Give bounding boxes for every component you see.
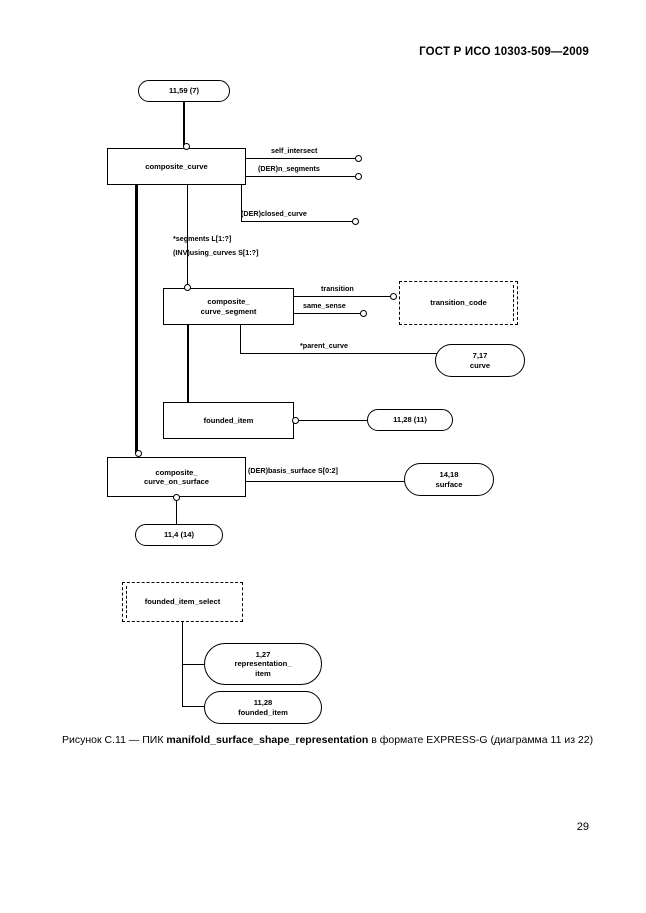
select-type-founded-item-select[interactable]: founded_item_select <box>122 582 243 622</box>
attr-label-same-sense: same_sense <box>303 301 346 310</box>
document-header: ГОСТ Р ИСО 10303-509—2009 <box>419 46 589 58</box>
attr-line-closed-curve <box>241 221 354 223</box>
caption-schema-name: manifold_surface_shape_representation <box>166 734 369 746</box>
attr-label-using-curves: (INV)using_curves S[1:?] <box>173 248 259 257</box>
attr-circle-same-sense <box>360 309 367 317</box>
connector-ref1159-composite-curve <box>182 102 186 147</box>
page-ref-11-59[interactable]: 11,59 (7) <box>138 80 230 102</box>
page-ref-label-7-17: 7,17 curve <box>469 351 491 370</box>
page-ref-14-18-surface[interactable]: 14,18 surface <box>404 463 494 496</box>
connector-founded-item-ref <box>299 420 370 422</box>
page-ref-7-17-curve[interactable]: 7,17 curve <box>435 344 525 377</box>
entity-composite-curve-segment[interactable]: composite_ curve_segment <box>163 288 294 325</box>
attr-label-basis-surface: (DER)basis_surface S[0:2] <box>248 466 338 475</box>
select-type-label-founded-item-select: founded_item_select <box>144 597 221 607</box>
attr-label-transition: transition <box>321 284 354 293</box>
page-ref-label-14-18: 14,18 surface <box>435 470 463 489</box>
attr-circle-self-intersect <box>355 154 362 162</box>
relationship-circle-founded-item-right <box>292 417 299 424</box>
enumeration-bar-icon <box>513 285 514 321</box>
supertype-line-segment-founded-item <box>186 290 190 403</box>
select-bar-icon <box>126 586 127 618</box>
defined-type-transition-code[interactable]: transition_code <box>399 281 518 325</box>
attr-label-n-segments: (DER)n_segments <box>258 164 320 173</box>
attr-line-n-segments <box>246 176 357 178</box>
relationship-circle-composite-curve-top <box>182 143 190 150</box>
supertype-line-composite-curve-on-surface <box>135 185 138 454</box>
select-branch-to-representation-item <box>182 664 207 666</box>
attr-line-parent-curve <box>240 353 441 355</box>
attr-label-parent-curve: *parent_curve <box>300 341 348 350</box>
attr-circle-transition <box>390 292 397 300</box>
supertype-circle-curve-on-surface <box>134 450 142 457</box>
page-number: 29 <box>576 821 589 833</box>
attr-label-segments: *segments L[1:?] <box>173 234 232 243</box>
attr-circle-closed-curve <box>352 217 359 225</box>
attr-circle-n-segments <box>355 172 362 180</box>
attr-drop-parent-curve <box>240 325 242 354</box>
entity-composite-curve-on-surface[interactable]: composite_ curve_on_surface <box>107 457 246 497</box>
attr-circle-segments <box>184 284 191 291</box>
attr-line-basis-surface <box>246 481 407 483</box>
attr-line-same-sense <box>294 313 362 315</box>
attr-drop-segments <box>187 185 189 287</box>
page-ref-11-4-14[interactable]: 11,4 (14) <box>135 524 223 546</box>
entity-label-composite-curve-on-surface: composite_ curve_on_surface <box>143 467 209 487</box>
page-ref-11-28-11[interactable]: 11,28 (11) <box>367 409 453 431</box>
connector-curve-on-surface-ref114 <box>176 500 178 525</box>
select-branch-to-founded-item <box>182 706 207 708</box>
page-ref-label-1-27: 1,27 representation_ item <box>234 649 292 678</box>
attr-line-self-intersect <box>246 158 357 160</box>
entity-founded-item[interactable]: founded_item <box>163 402 294 439</box>
attr-drop-closed-curve <box>241 185 243 222</box>
caption-prefix: Рисунок С.11 — ПИК <box>62 734 167 746</box>
page-ref-1-27-representation-item[interactable]: 1,27 representation_ item <box>204 643 322 685</box>
attr-label-self-intersect: self_intersect <box>271 146 318 155</box>
attr-line-transition <box>294 296 394 298</box>
attr-label-closed-curve: (DER)closed_curve <box>241 209 307 218</box>
relationship-circle-curve-on-surface-bottom <box>173 494 180 501</box>
entity-composite-curve[interactable]: composite_curve <box>107 148 246 185</box>
entity-label-composite-curve-segment: composite_ curve_segment <box>200 297 257 316</box>
defined-type-label-transition-code: transition_code <box>430 298 487 308</box>
caption-suffix: в формате EXPRESS-G (диаграмма 11 из 22) <box>368 734 594 746</box>
figure-caption: Рисунок С.11 — ПИК manifold_surface_shap… <box>62 733 594 747</box>
page-ref-label-11-28: 11,28 founded_item <box>238 698 288 717</box>
page-ref-11-28-founded-item[interactable]: 11,28 founded_item <box>204 691 322 724</box>
